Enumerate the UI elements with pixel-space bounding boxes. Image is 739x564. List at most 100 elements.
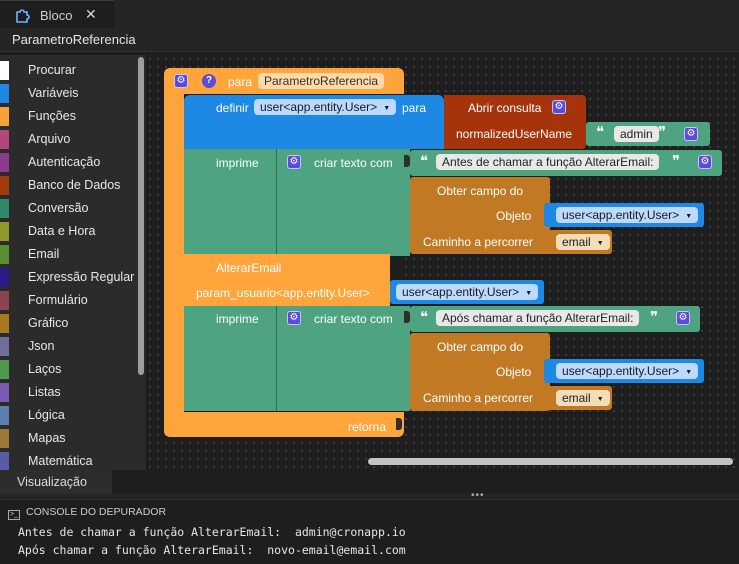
category-color-swatch [0, 222, 9, 241]
print-1-label: imprime [216, 156, 259, 170]
category-color-swatch [0, 84, 9, 103]
toolbox-item[interactable]: Variáveis [0, 82, 136, 105]
path-email-value-1: email [562, 235, 591, 249]
toolbox-item[interactable]: Json [0, 335, 136, 358]
category-color-swatch [0, 245, 9, 264]
open-query-gear-icon[interactable]: ⚙ [552, 100, 566, 114]
toolbox-item[interactable]: Banco de Dados [0, 174, 136, 197]
para-label: para [402, 101, 427, 115]
category-color-swatch [0, 360, 9, 379]
toolbox-item-label: Procurar [28, 63, 76, 77]
toolbox-item-label: Laços [28, 362, 62, 376]
close-quote-icon: ❞ [672, 153, 681, 170]
chevron-down-icon: ▼ [596, 240, 604, 247]
get-field-block-2[interactable] [410, 333, 550, 411]
toolbox-item[interactable]: Arquivo [0, 128, 136, 151]
object-user-dropdown-1[interactable]: user<app.entity.User> ▼ [556, 207, 699, 223]
toolbox-item[interactable]: Email [0, 243, 136, 266]
toolbox-item-label: Email [28, 247, 60, 261]
category-color-swatch [0, 61, 9, 80]
close-icon[interactable]: ✕ [85, 6, 97, 22]
path-2-label: Caminho a percorrer [423, 391, 534, 405]
toolbox-item[interactable]: Expressão Regular [0, 266, 136, 289]
text-admin-gear-icon[interactable]: ⚙ [684, 127, 698, 141]
toolbox-item[interactable]: Listas [0, 381, 136, 404]
category-color-swatch [0, 268, 9, 287]
toolbox-item-label: Data e Hora [28, 224, 96, 238]
path-email-dropdown-1[interactable]: email ▼ [556, 234, 610, 250]
category-color-swatch [0, 153, 9, 172]
close-quote-icon: ❞ [650, 309, 659, 326]
function-name-field[interactable]: ParametroReferencia [258, 73, 385, 89]
create-text-2-socket [404, 311, 410, 323]
workspace-horizontal-scrollbar[interactable] [368, 458, 733, 465]
toolbox-item-label: Lógica [28, 408, 65, 422]
admin-text-field[interactable]: admin [614, 126, 659, 142]
get-field-block-1[interactable] [410, 177, 550, 254]
object-2-label: Objeto [496, 365, 532, 379]
toolbox-item-label: Mapas [28, 431, 66, 445]
open-query-label: Abrir consulta [468, 101, 542, 115]
toolbox-item[interactable]: Gráfico [0, 312, 136, 335]
toolbox-item[interactable]: Funções [0, 105, 136, 128]
object-user-value-2: user<app.entity.User> [562, 364, 680, 378]
console-line: Antes de chamar a função AlterarEmail: a… [18, 525, 406, 539]
apos-text-field[interactable]: Após chamar a função AlterarEmail: [436, 310, 640, 326]
toolbox-item-label: Banco de Dados [28, 178, 121, 192]
create-text-1-gear-icon[interactable]: ⚙ [287, 155, 301, 169]
visualization-tab[interactable]: Visualização [0, 470, 112, 494]
tab-bar: Bloco ✕ [0, 0, 739, 28]
toolbox-item-label: Json [28, 339, 55, 353]
help-icon[interactable]: ? [202, 74, 216, 88]
category-color-swatch [0, 337, 9, 356]
category-color-swatch [0, 130, 9, 149]
category-color-swatch [0, 107, 9, 126]
toolbox-item[interactable]: Conversão [0, 197, 136, 220]
antes-text-field[interactable]: Antes de chamar a função AlterarEmail: [436, 154, 660, 170]
call-alterar-email-block[interactable] [184, 254, 390, 306]
toolbox-scrollbar[interactable] [138, 57, 144, 375]
page-title-bar: ParametroReferencia [0, 28, 739, 52]
visualization-label: Visualização [17, 475, 87, 489]
drag-handle-icon[interactable]: ••• [471, 490, 485, 501]
text-antes-gear-icon[interactable]: ⚙ [698, 155, 712, 169]
chevron-down-icon: ▼ [685, 213, 693, 220]
chevron-down-icon: ▼ [685, 369, 693, 376]
definir-label: definir [216, 101, 249, 115]
object-user-dropdown-2[interactable]: user<app.entity.User> ▼ [556, 363, 699, 379]
text-apos-gear-icon[interactable]: ⚙ [676, 311, 690, 325]
function-gear-icon[interactable]: ⚙ [174, 74, 188, 88]
param-user-value: user<app.entity.User> [402, 285, 520, 299]
toolbox-item-label: Gráfico [28, 316, 69, 330]
category-color-swatch [0, 383, 9, 402]
console-header: >_CONSOLE DO DEPURADOR [8, 506, 166, 520]
variable-user-dropdown[interactable]: user<app.entity.User>▼ [254, 99, 397, 115]
category-color-swatch [0, 429, 9, 448]
toolbox-item-label: Arquivo [28, 132, 71, 146]
tab-bloco[interactable]: Bloco ✕ [0, 0, 114, 28]
panel-splitter[interactable] [0, 494, 739, 499]
toolbox-item-label: Variáveis [28, 86, 79, 100]
object-user-value-1: user<app.entity.User> [562, 208, 680, 222]
category-color-swatch [0, 406, 9, 425]
path-email-dropdown-2[interactable]: email▼ [556, 390, 610, 406]
toolbox-item-label: Matemática [28, 454, 93, 468]
toolbox-item[interactable]: Autenticação [0, 151, 136, 174]
param-user-dropdown[interactable]: user<app.entity.User>▼ [396, 284, 539, 300]
toolbox-item[interactable]: Lógica [0, 404, 136, 427]
debug-console: >_CONSOLE DO DEPURADOR Antes de chamar a… [0, 499, 739, 564]
toolbox-item[interactable]: Procurar [0, 59, 136, 82]
toolbox-item[interactable]: Formulário [0, 289, 136, 312]
toolbox-item-label: Expressão Regular [28, 270, 135, 284]
toolbox-item[interactable]: Data e Hora [0, 220, 136, 243]
create-text-2-gear-icon[interactable]: ⚙ [287, 311, 301, 325]
toolbox-item-label: Funções [28, 109, 76, 123]
print-block-2-divider [276, 306, 277, 411]
toolbox-item[interactable]: Matemática [0, 450, 136, 473]
create-text-1-socket [404, 155, 410, 167]
toolbox-item[interactable]: Laços [0, 358, 136, 381]
create-text-1-label: criar texto com [314, 156, 393, 170]
category-color-swatch [0, 452, 9, 471]
toolbox-item[interactable]: Mapas [0, 427, 136, 450]
blocks-workspace[interactable]: ⚙ ? para ParametroReferencia retorna def… [146, 55, 739, 470]
